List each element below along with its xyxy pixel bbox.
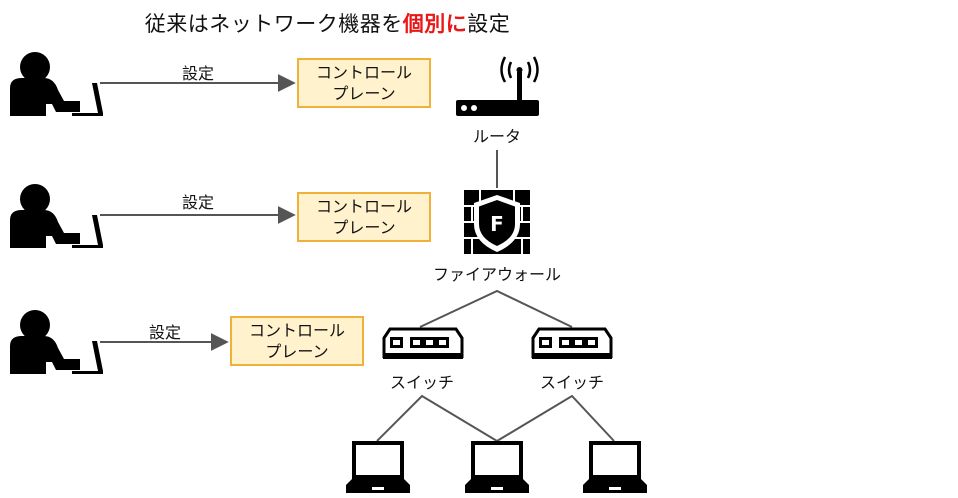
administrator-icon: [10, 184, 103, 248]
switch-icon: [531, 327, 613, 359]
administrator-icon: [10, 310, 103, 374]
control-plane-line2: プレーン: [332, 84, 396, 103]
config-label-2: 設定: [181, 193, 215, 212]
control-plane-line2: プレーン: [265, 342, 329, 361]
switch-icon: [382, 327, 464, 359]
control-plane-line1: コントロール: [315, 197, 412, 216]
firewall-label: ファイアウォール: [432, 265, 562, 284]
router-icon: [456, 56, 539, 116]
connections: [376, 150, 615, 442]
switch-left-label: スイッチ: [389, 373, 455, 392]
diagram-title: 従来はネットワーク機器を個別に設定: [0, 8, 655, 38]
router-label: ルータ: [472, 127, 522, 146]
switch-right-laptop-links: [496, 394, 615, 442]
title-emphasis: 個別に: [402, 12, 468, 36]
control-plane-box-2: コントロール プレーン: [297, 192, 431, 242]
switch-right-label: スイッチ: [539, 373, 605, 392]
laptop-icon: [465, 441, 529, 493]
title-prefix: 従来はネットワーク機器を: [144, 12, 403, 36]
control-plane-line1: コントロール: [248, 321, 345, 340]
firewall-switch-links: [419, 289, 573, 328]
control-plane-box-3: コントロール プレーン: [230, 316, 364, 366]
administrator-icon: [10, 52, 103, 116]
laptop-icon: [583, 441, 647, 493]
control-plane-line1: コントロール: [315, 63, 412, 82]
firewall-icon: F: [464, 190, 530, 254]
control-plane-line2: プレーン: [332, 218, 396, 237]
firewall-badge: F: [490, 212, 504, 236]
switch-left-laptop-links: [376, 394, 498, 442]
config-arrows: [100, 74, 296, 351]
config-label-1: 設定: [181, 64, 215, 83]
control-plane-box-1: コントロール プレーン: [297, 58, 431, 108]
config-label-3: 設定: [148, 323, 182, 342]
laptop-icon: [346, 441, 410, 493]
title-suffix: 設定: [467, 12, 511, 36]
